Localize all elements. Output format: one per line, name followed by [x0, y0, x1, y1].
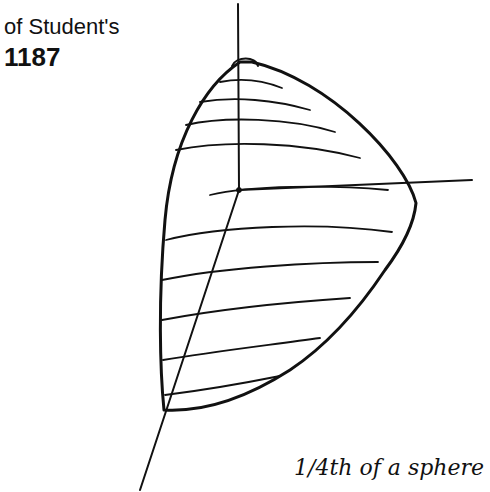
scan-fragment: of Student's [4, 14, 120, 40]
hatch-lines [162, 80, 392, 395]
origin-dot [237, 188, 242, 193]
sphere-outline [160, 62, 416, 410]
z-axis [238, 4, 239, 190]
sheet-number: 1187 [4, 42, 60, 73]
figure-caption: 1/4th of a sphere [294, 455, 484, 480]
cap-mark [232, 59, 258, 67]
